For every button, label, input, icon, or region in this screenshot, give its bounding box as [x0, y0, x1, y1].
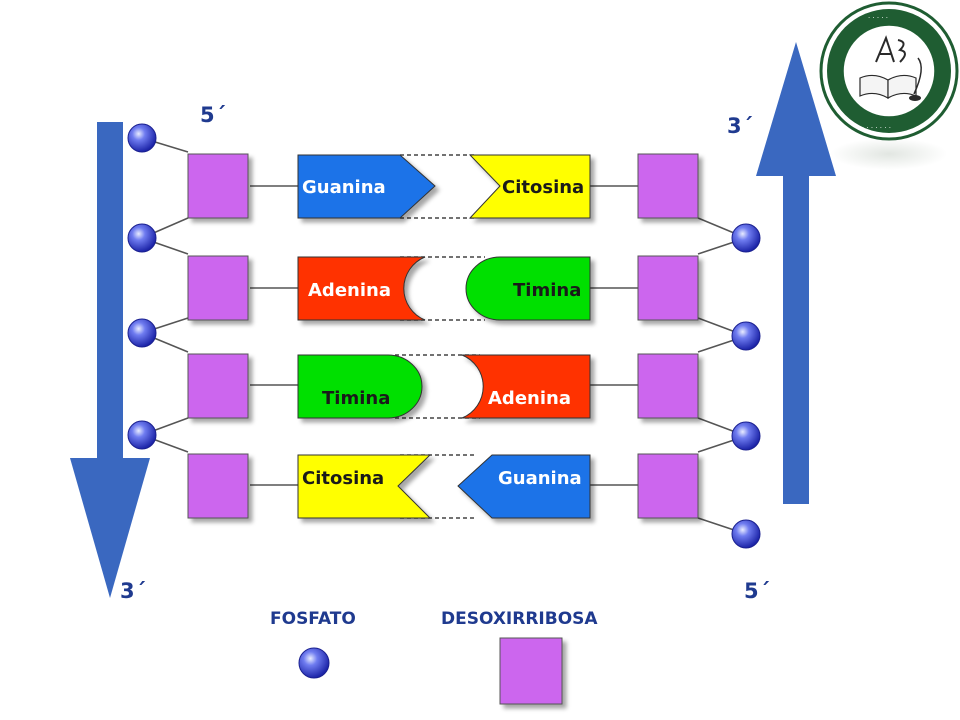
- left-strand-arrow: [70, 122, 150, 598]
- base-citosina-left: [297, 454, 432, 519]
- base-citosina-right: [468, 154, 591, 219]
- label-pair3-left: Timina: [322, 388, 390, 409]
- sugars: [187, 153, 699, 519]
- quill-icon: [913, 57, 922, 95]
- base-guanina-left: [297, 154, 436, 219]
- phosphate-right-4: [731, 519, 761, 549]
- base-adenina-left: [297, 256, 426, 321]
- sugar-left-4: [187, 453, 249, 519]
- phosphate-left-4: [127, 420, 157, 450]
- label-pair3-right: Adenina: [488, 388, 571, 409]
- base-timina-right: [465, 256, 591, 321]
- base-pair-3: [297, 354, 591, 419]
- label-pair4-left: Citosina: [302, 468, 384, 489]
- sugar-left-1: [187, 153, 249, 219]
- label-right-bottom: 5´: [744, 579, 772, 603]
- base-pair-2: [297, 256, 591, 321]
- base-timina-left: [297, 354, 423, 419]
- label-pair1-right: Citosina: [502, 177, 584, 198]
- book-icon: [859, 74, 917, 100]
- sugar-right-3: [637, 353, 699, 419]
- label-pair2-right: Timina: [513, 280, 581, 301]
- base-guanina-right: [457, 454, 591, 519]
- school-logo: · · · · · · · · · · · ·: [819, 1, 959, 141]
- sugar-right-4: [637, 453, 699, 519]
- phosphate-left-2: [127, 223, 157, 253]
- right-strand-arrow: [756, 42, 836, 504]
- legend-sugar-icon: [499, 637, 563, 705]
- legend-phosphate-label: FOSFATO: [270, 609, 356, 629]
- monogram-icon: [875, 35, 906, 63]
- base-pair-1: [297, 154, 591, 219]
- logo-reflection: [830, 138, 948, 170]
- label-left-bottom: 3´: [120, 579, 148, 603]
- svg-text:· · · · ·: · · · · ·: [868, 14, 888, 22]
- label-pair4-right: Guanina: [498, 468, 582, 489]
- phosphate-left-3: [127, 318, 157, 348]
- label-right-top: 3´: [727, 114, 755, 138]
- phosphates: [127, 123, 761, 549]
- svg-text:· · · · · · ·: · · · · · · ·: [862, 124, 891, 132]
- sugar-left-3: [187, 353, 249, 419]
- legend-sugar-label: DESOXIRRIBOSA: [441, 609, 598, 629]
- label-pair2-left: Adenina: [308, 280, 391, 301]
- label-pair1-left: Guanina: [302, 177, 386, 198]
- sugar-left-2: [187, 255, 249, 321]
- phosphate-right-2: [731, 321, 761, 351]
- base-pair-4: [297, 454, 591, 519]
- base-adenina-right: [461, 354, 591, 419]
- phosphate-left-1: [127, 123, 157, 153]
- sugar-right-1: [637, 153, 699, 219]
- label-left-top: 5´: [200, 103, 228, 127]
- phosphate-right-3: [731, 421, 761, 451]
- sugar-right-2: [637, 255, 699, 321]
- legend-phosphate-icon: [298, 647, 330, 679]
- phosphate-right-1: [731, 223, 761, 253]
